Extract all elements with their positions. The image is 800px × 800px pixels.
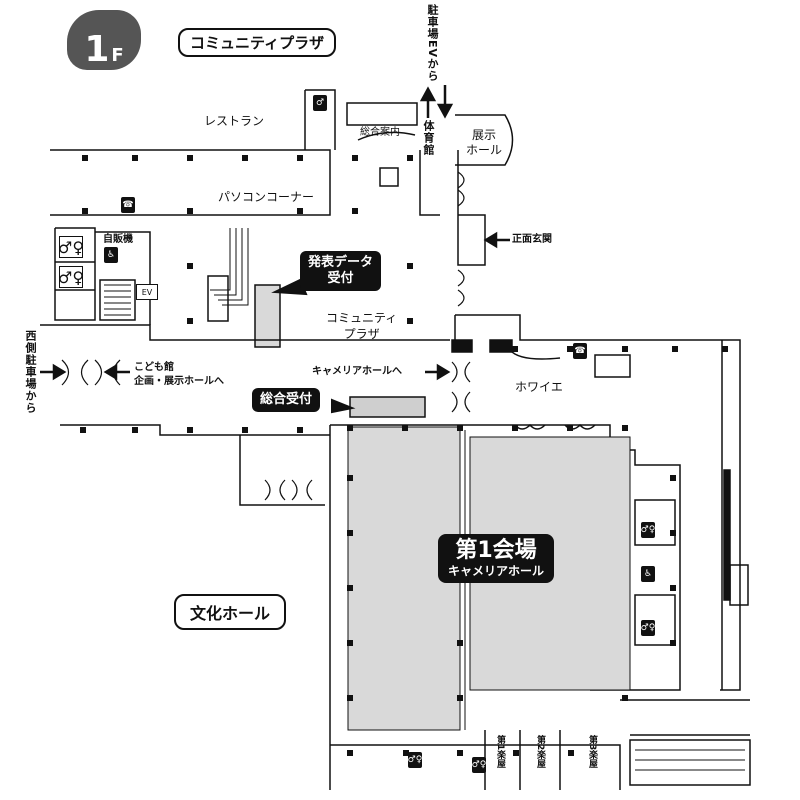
main-entrance-direction: 正面玄関 bbox=[512, 234, 552, 245]
restroom-block bbox=[634, 499, 676, 546]
hall1-subtitle: キャメリアホール bbox=[448, 564, 545, 578]
dressing-room-1: 第1楽屋 bbox=[495, 735, 505, 769]
hall1-tag[interactable]: 第1会場 キャメリアホール bbox=[438, 534, 555, 583]
restroom-icon: ♂ bbox=[313, 95, 327, 111]
wall bbox=[50, 149, 331, 216]
wall bbox=[419, 150, 440, 216]
stair-block bbox=[729, 564, 749, 606]
floor-unit: F bbox=[111, 45, 124, 66]
stair-block bbox=[207, 275, 229, 322]
stair-block bbox=[629, 739, 751, 786]
general-reception-desk bbox=[349, 396, 426, 418]
partition-lines bbox=[210, 228, 249, 306]
wall bbox=[95, 231, 151, 325]
restroom-block bbox=[634, 594, 676, 646]
hall1-title: 第1会場 bbox=[455, 538, 537, 563]
wall bbox=[457, 150, 486, 266]
restroom-icon: ♂♀ bbox=[641, 522, 655, 538]
wall bbox=[239, 435, 325, 506]
presentation-desk bbox=[254, 284, 281, 348]
presentation-data-reception[interactable]: 発表データ 受付 bbox=[300, 251, 382, 291]
columns bbox=[80, 155, 728, 756]
vending-label: 自販機 bbox=[103, 234, 133, 245]
floor-badge: 1 F bbox=[67, 10, 141, 70]
restroom-icon: ♂♀ bbox=[57, 236, 85, 258]
floor-number: 1 bbox=[84, 29, 110, 70]
restroom-icon: ♂♀ bbox=[57, 266, 85, 288]
pc-corner-label: パソコンコーナー bbox=[218, 190, 315, 204]
phone-icon: ☎ bbox=[121, 197, 135, 213]
info-desk-arc bbox=[357, 131, 416, 141]
dressing-room-2: 第2楽屋 bbox=[535, 735, 545, 769]
info-desk-counter bbox=[346, 102, 418, 126]
bunka-hall-title[interactable]: 文化ホール bbox=[174, 594, 287, 630]
door bbox=[451, 339, 473, 353]
camellia-direction: キャメリアホールへ bbox=[312, 366, 402, 377]
dark-wall bbox=[723, 469, 731, 601]
entrance-door bbox=[457, 171, 465, 307]
restroom-icon: ♂♀ bbox=[641, 620, 655, 636]
kodomo-direction-sub: 企画・展示ホールへ bbox=[134, 376, 224, 387]
community-plaza-title[interactable]: コミュニティプラザ bbox=[178, 28, 337, 57]
foyer-door bbox=[451, 361, 471, 413]
foyer-curve bbox=[509, 349, 561, 360]
restroom-icon: ♂♀ bbox=[472, 757, 486, 773]
kodomo-direction: こども館 bbox=[134, 362, 174, 373]
west-parking-direction: 西側駐車場から bbox=[24, 330, 37, 414]
restaurant-label: レストラン bbox=[204, 114, 265, 128]
stairs-lines bbox=[635, 749, 745, 771]
west-door bbox=[61, 359, 121, 386]
callout-pointers bbox=[271, 278, 356, 414]
wall bbox=[330, 744, 621, 790]
general-reception[interactable]: 総合受付 bbox=[252, 388, 321, 412]
elevator-icon: EV bbox=[136, 284, 158, 300]
wall bbox=[455, 314, 741, 691]
wall bbox=[40, 324, 450, 341]
community-plaza-label: コミュニティ プラザ bbox=[326, 311, 398, 341]
info-desk-label: 総合案内 bbox=[360, 127, 400, 138]
restroom-icon: ♂♀ bbox=[408, 752, 422, 768]
stair-block bbox=[99, 279, 136, 321]
arrows bbox=[40, 85, 510, 381]
wheelchair-icon: ♿ bbox=[104, 247, 118, 263]
exhibit-hall-label: 展示 ホール bbox=[466, 128, 503, 157]
phone-icon: ☎ bbox=[573, 343, 587, 359]
stairs-lines bbox=[104, 284, 131, 316]
dressing-room-3: 第3楽屋 bbox=[587, 735, 597, 769]
wall bbox=[305, 89, 336, 150]
parking-ev-direction: 駐車場EVから bbox=[426, 4, 439, 83]
gym-direction: 体育館 bbox=[422, 120, 435, 156]
south-door bbox=[264, 479, 313, 501]
kiosk bbox=[379, 167, 399, 187]
foyer-label: ホワイエ bbox=[515, 380, 563, 394]
exhibit-hall-outline bbox=[455, 114, 514, 166]
wall bbox=[60, 424, 330, 436]
door bbox=[489, 339, 513, 353]
wall bbox=[330, 424, 681, 691]
wheelchair-icon: ♿ bbox=[641, 566, 655, 582]
foyer-stair bbox=[594, 354, 631, 378]
